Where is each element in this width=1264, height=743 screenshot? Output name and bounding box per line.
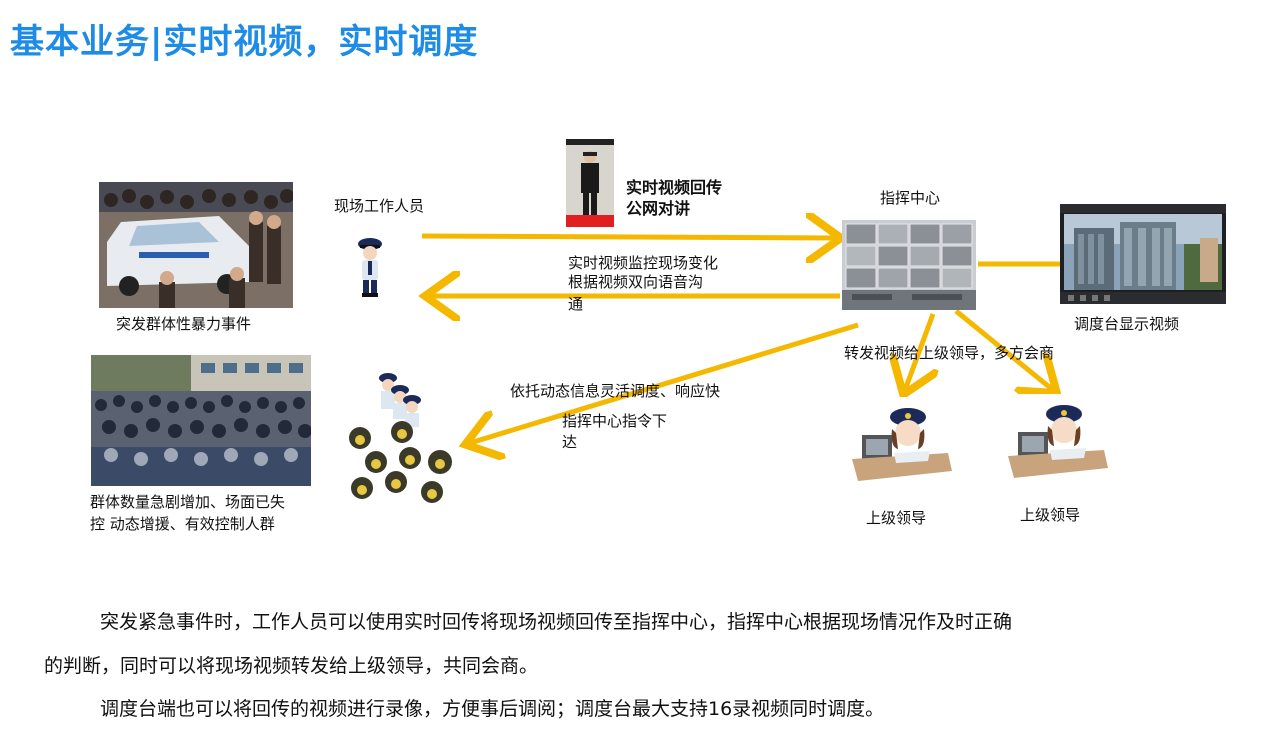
- leader-label-1: 上级领导: [866, 509, 927, 527]
- page-title: 基本业务|实时视频，实时调度: [10, 22, 479, 62]
- arrow-to-leader-2: [954, 309, 1053, 390]
- realtime-return-label: 实时视频回传: [626, 178, 723, 197]
- police-officer-icon: [354, 236, 386, 298]
- arrow-to-team: [470, 322, 859, 443]
- incident-photo: [99, 182, 293, 308]
- arrow-to-command-center: [421, 236, 836, 238]
- leader-label-2: 上级领导: [1020, 506, 1081, 524]
- leader-at-desk-icon: [852, 397, 956, 485]
- dynamic-dispatch-label: 依托动态信息灵活调度、响应快: [510, 382, 721, 400]
- crowd-label-2: 控 动态增援、有效控制人群: [90, 515, 275, 533]
- crowd-photo: [91, 355, 311, 486]
- paragraph-2: 调度台端也可以将回传的视频进行录像，方便事后调阅；调度台最大支持16录视频同时调…: [100, 698, 885, 720]
- monitor-label-2: 根据视频双向语音沟: [568, 273, 704, 291]
- forward-label: 转发视频给上级领导，多方会商: [844, 344, 1055, 362]
- paragraph-1-line-1: 突发紧急事件时，工作人员可以使用实时回传将现场视频回传至指挥中心，指挥中心根据现…: [100, 611, 1013, 633]
- dispatch-display-label: 调度台显示视频: [1074, 315, 1180, 333]
- arrow-to-leader-1: [905, 313, 933, 390]
- dispatch-display-screen: [1060, 204, 1226, 304]
- paragraph-1-line-2: 的判断，同时可以将现场视频转发给上级领导，共同会商。: [44, 655, 539, 677]
- command-center-video-wall: [842, 220, 976, 310]
- field-staff-label: 现场工作人员: [334, 197, 425, 215]
- crowd-label-1: 群体数量急剧增加、场面已失: [90, 493, 286, 511]
- phone-screen-image: [566, 139, 614, 227]
- monitor-label-3: 通: [568, 295, 584, 313]
- incident-label: 突发群体性暴力事件: [116, 315, 252, 333]
- monitor-label-1: 实时视频监控现场变化: [568, 254, 719, 272]
- command-order-label-1: 指挥中心指令下: [562, 412, 668, 430]
- police-team-icon: [340, 370, 464, 510]
- command-order-label-2: 达: [562, 433, 578, 451]
- intercom-label: 公网对讲: [626, 199, 691, 218]
- command-center-label: 指挥中心: [880, 189, 941, 207]
- leader-at-desk-icon: [1008, 394, 1112, 482]
